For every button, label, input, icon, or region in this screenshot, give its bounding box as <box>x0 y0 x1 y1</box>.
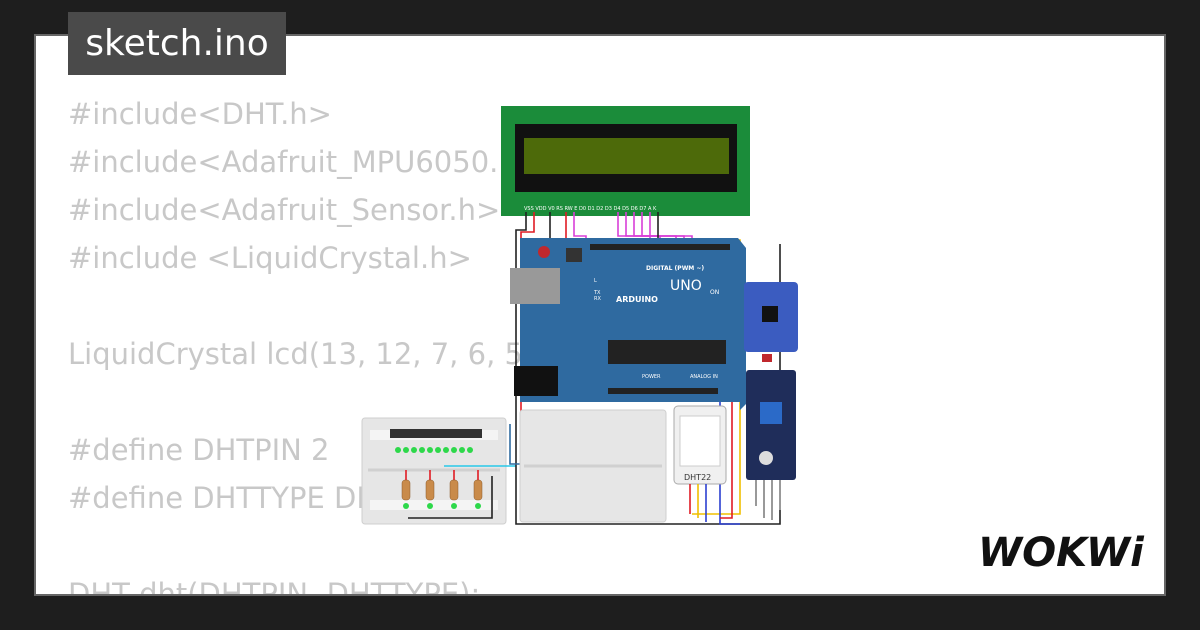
sensor-module <box>746 354 796 520</box>
circuit-diagram: VSS VDD V0 RS RW E D0 D1 D2 D3 D4 D5 D6 … <box>361 106 798 525</box>
uno-label: UNO <box>670 278 702 294</box>
arduino-uno-board: DIGITAL (PWM ~) UNO ARDUINO ON L TX RX P… <box>510 238 746 410</box>
lcd-pin-labels: VSS VDD V0 RS RW E D0 D1 D2 D3 D4 D5 D6 … <box>524 206 657 212</box>
l-label: L <box>594 278 597 284</box>
logo-text: WOKWi <box>978 530 1145 576</box>
digital-label: DIGITAL (PWM ~) <box>646 265 704 272</box>
rx-label: RX <box>594 296 601 302</box>
mpu6050-sensor <box>744 282 798 352</box>
on-label: ON <box>710 289 719 296</box>
wokwi-logo: WOKWi <box>978 530 1145 576</box>
small-breadboard <box>361 417 516 525</box>
code-line: #include<Adafruit_MPU6050.h> <box>68 145 542 179</box>
power-label: POWER <box>642 374 661 380</box>
code-line: #define DHTPIN 2 <box>68 433 330 467</box>
main-breadboard <box>519 409 667 523</box>
analog-label: ANALOG IN <box>690 374 718 380</box>
tx-label: TX <box>593 290 601 296</box>
code-line: #include<Adafruit_Sensor.h> <box>68 193 501 227</box>
code-preview: #include<DHT.h> #include<Adafruit_MPU6050… <box>68 90 581 596</box>
lcd-display: VSS VDD V0 RS RW E D0 D1 D2 D3 D4 D5 D6 … <box>501 106 750 216</box>
code-line: #include<DHT.h> <box>68 97 332 131</box>
filename-tab[interactable]: sketch.ino <box>68 12 286 75</box>
dht22-label: DHT22 <box>684 473 711 482</box>
code-line: #include <LiquidCrystal.h> <box>68 241 472 275</box>
dht22-sensor: DHT22 <box>673 405 727 522</box>
code-line: DHT dht(DHTPIN, DHTTYPE); <box>68 577 481 596</box>
arduino-brand-label: ARDUINO <box>616 295 658 304</box>
